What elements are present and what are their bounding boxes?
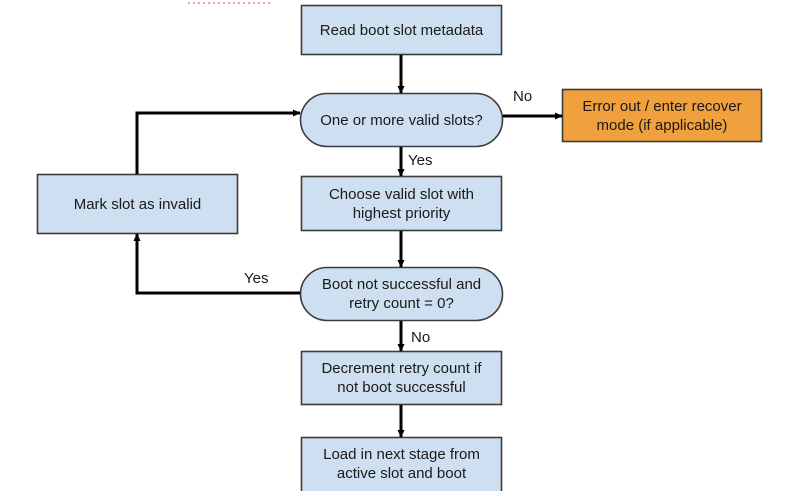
- node-error-out-enter-recover-mode: [561, 88, 763, 143]
- edge-boot-check-yes-to-mark-invalid: [133, 233, 300, 295]
- node-load-in-next-stage-from-active-slot-and-boot: [300, 436, 503, 491]
- edge-mark-invalid-to-valid-slots: [135, 109, 301, 174]
- node-choose-valid-slot-with-highest-priority: [300, 175, 503, 232]
- node-read-boot-slot-metadata: [300, 4, 503, 56]
- node-mark-slot-as-invalid: [36, 173, 239, 235]
- edge-label-yes-valid-slots: Yes: [408, 152, 433, 169]
- node-decrement-retry-count-if-not-boot-successful: [300, 350, 503, 406]
- node-boot-not-successful-and-retry-count-zero: [299, 266, 504, 322]
- edge-label-yes-retry-exhausted: Yes: [244, 270, 269, 287]
- edge-label-no-valid-slots: No: [513, 88, 533, 105]
- node-one-or-more-valid-slots: [299, 92, 504, 148]
- edge-label-no-retry-remaining: No: [411, 329, 431, 346]
